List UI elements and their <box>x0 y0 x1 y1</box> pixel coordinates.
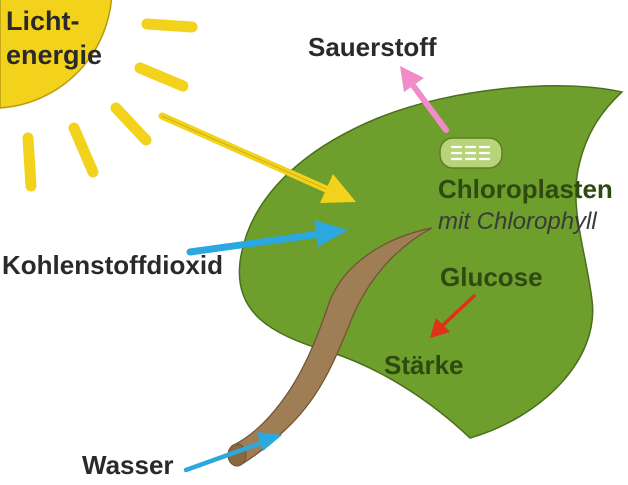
light-energy-label-line2: energie <box>6 40 103 70</box>
glucose-label: Glucose <box>440 262 543 292</box>
sun-rays <box>22 18 198 192</box>
carbon-dioxide-label: Kohlenstoffdioxid <box>2 250 223 280</box>
sun-ray <box>141 18 198 33</box>
sun-ray <box>110 102 152 146</box>
light-energy-arrow <box>158 112 356 203</box>
carbon-dioxide-arrow <box>186 220 348 256</box>
sun-ray <box>134 62 189 92</box>
light-energy-label-line1: Licht- <box>6 6 80 36</box>
sun <box>0 0 198 192</box>
oxygen-arrow <box>400 66 449 133</box>
chloroplasts-label: Chloroplasten <box>438 174 613 204</box>
starch-label: Stärke <box>384 350 464 380</box>
water-arrow <box>183 432 282 473</box>
sun-ray <box>22 132 37 192</box>
chloroplasts-sublabel: mit Chlorophyll <box>438 208 597 235</box>
water-label: Wasser <box>82 450 174 480</box>
oxygen-label: Sauerstoff <box>308 32 437 62</box>
chloroplast <box>439 137 503 169</box>
glucose-starch-arrow <box>430 294 476 338</box>
sun-ray <box>68 122 99 178</box>
sun-disc <box>0 0 113 109</box>
light-energy-label: Licht- energie <box>6 4 102 72</box>
